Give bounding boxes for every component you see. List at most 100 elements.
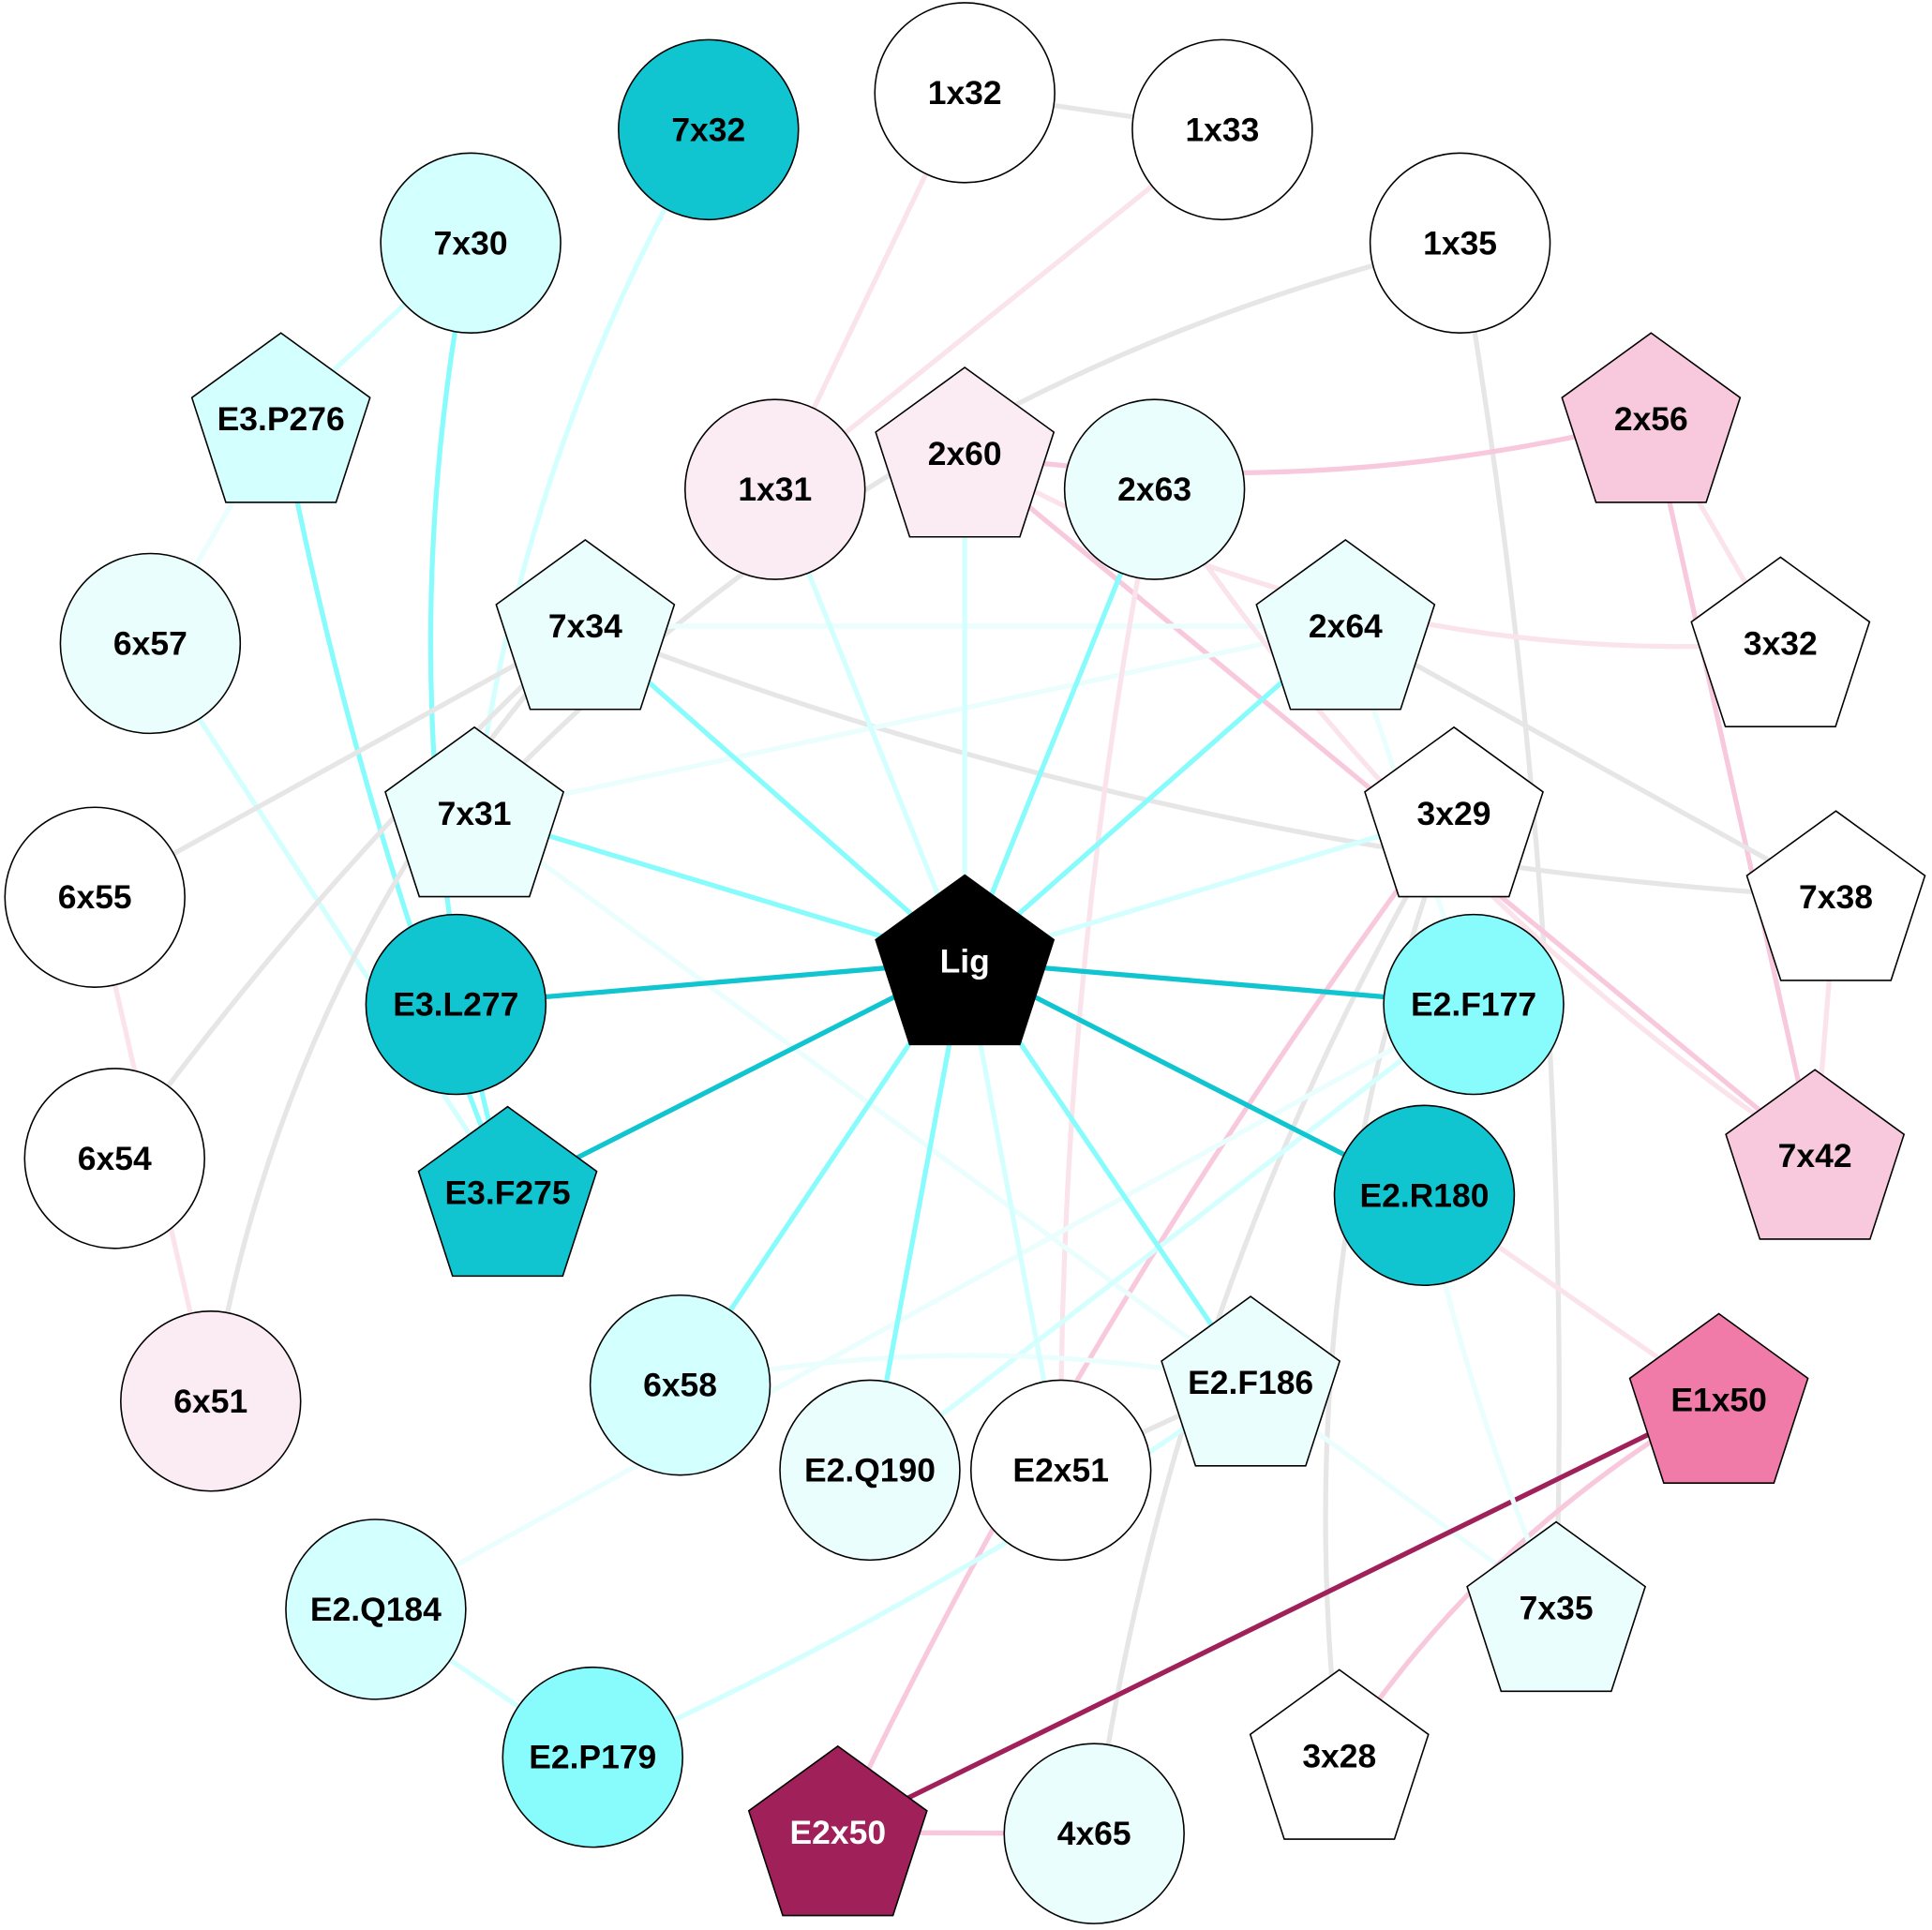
node-1x32[interactable]: 1x32	[874, 2, 1056, 184]
node-1x35[interactable]: 1x35	[1369, 152, 1551, 334]
edge-6x57-E3.F275	[148, 642, 510, 1195]
node-6x51[interactable]: 6x51	[120, 1310, 302, 1492]
pentagon-shape	[1628, 1312, 1809, 1484]
edge-7x31-7x35	[472, 811, 1558, 1610]
node-label: 6x58	[643, 1367, 717, 1404]
edge-7x32-7x31	[472, 128, 711, 815]
node-label: 7x38	[1799, 878, 1873, 916]
node-E3.F275[interactable]: E3.F275	[417, 1105, 598, 1278]
node-3x28[interactable]: 3x28	[1249, 1668, 1430, 1840]
node-label: 2x63	[1117, 471, 1191, 508]
node-3x32[interactable]: 3x32	[1690, 556, 1871, 727]
node-7x32[interactable]: 7x32	[618, 38, 800, 221]
node-label: E2.Q184	[310, 1591, 442, 1628]
node-label: 6x51	[173, 1383, 247, 1420]
circle-shape	[589, 1294, 771, 1476]
circle-shape	[969, 1379, 1152, 1562]
node-E3.P276[interactable]: E3.P276	[190, 332, 371, 503]
circle-shape	[1131, 38, 1313, 221]
node-1x31[interactable]: 1x31	[684, 398, 866, 580]
circle-shape	[779, 1379, 961, 1562]
node-label: 3x29	[1417, 795, 1491, 832]
node-E2.Q184[interactable]: E2.Q184	[285, 1519, 467, 1700]
circle-shape	[1333, 1104, 1516, 1287]
edge-7x34-6x54	[112, 624, 588, 1160]
node-2x63[interactable]: 2x63	[1063, 398, 1246, 580]
pentagon-shape	[384, 726, 565, 898]
node-6x54[interactable]: 6x54	[23, 1068, 205, 1249]
node-label: 6x55	[58, 878, 132, 916]
node-7x31[interactable]: 7x31	[384, 726, 565, 898]
edge-7x34-6x51	[208, 624, 588, 1402]
node-E1x50[interactable]: E1x50	[1628, 1312, 1809, 1484]
circle-shape	[4, 806, 186, 988]
node-7x42[interactable]: 7x42	[1725, 1069, 1906, 1240]
edge-1x35-7x35	[1457, 242, 1562, 1608]
node-7x34[interactable]: 7x34	[495, 539, 676, 711]
node-7x30[interactable]: 7x30	[380, 152, 562, 334]
circle-shape	[120, 1310, 302, 1492]
circle-shape	[59, 552, 242, 735]
node-label: 1x32	[928, 74, 1002, 112]
circle-shape	[23, 1068, 205, 1249]
node-label: E2.Q190	[804, 1451, 936, 1489]
node-label: 6x57	[113, 624, 187, 662]
node-E2.R180[interactable]: E2.R180	[1333, 1104, 1516, 1287]
node-E2x51[interactable]: E2x51	[969, 1379, 1152, 1562]
node-label: 7x31	[438, 795, 512, 832]
pentagon-shape	[1561, 332, 1742, 503]
node-E2.F177[interactable]: E2.F177	[1383, 913, 1565, 1096]
node-E2.P179[interactable]: E2.P179	[502, 1666, 683, 1848]
node-label: E2x50	[790, 1814, 887, 1851]
node-Lig[interactable]: Lig	[875, 874, 1056, 1046]
node-label: E3.L277	[393, 986, 518, 1024]
node-label: E3.P276	[217, 400, 345, 438]
pentagon-shape	[1255, 539, 1436, 711]
node-6x58[interactable]: 6x58	[589, 1294, 771, 1476]
node-1x33[interactable]: 1x33	[1131, 38, 1313, 221]
node-E2.Q190[interactable]: E2.Q190	[779, 1379, 961, 1562]
node-2x64[interactable]: 2x64	[1255, 539, 1436, 711]
circle-shape	[1063, 398, 1246, 580]
node-3x29[interactable]: 3x29	[1364, 726, 1544, 898]
pentagon-shape	[747, 1744, 928, 1917]
edge-E2.F177-E2.Q190	[868, 1002, 1475, 1473]
node-6x55[interactable]: 6x55	[4, 806, 186, 988]
pentagon-shape	[495, 539, 676, 711]
pentagon-shape	[1161, 1295, 1341, 1467]
circle-shape	[380, 152, 562, 334]
node-label: E2.F177	[1411, 986, 1536, 1024]
node-2x60[interactable]: 2x60	[875, 367, 1056, 538]
node-2x56[interactable]: 2x56	[1561, 332, 1742, 503]
pentagon-shape	[875, 367, 1056, 538]
circle-shape	[618, 38, 800, 221]
circle-shape	[1003, 1743, 1185, 1924]
node-label: Lig	[940, 943, 990, 980]
edge-2x56-7x42	[1648, 418, 1818, 1157]
node-7x35[interactable]: 7x35	[1466, 1520, 1647, 1693]
node-label: E2.P179	[529, 1739, 656, 1776]
node-E2x50[interactable]: E2x50	[747, 1744, 928, 1917]
pentagon-shape	[1725, 1069, 1906, 1240]
pentagon-shape	[1690, 556, 1871, 727]
node-label: E1x50	[1670, 1381, 1767, 1418]
node-E2.F186[interactable]: E2.F186	[1161, 1295, 1341, 1467]
node-7x38[interactable]: 7x38	[1745, 810, 1926, 981]
node-label: 2x56	[1614, 400, 1688, 438]
node-label: 1x33	[1185, 111, 1259, 148]
edge-2x60-2x56	[964, 416, 1652, 476]
pentagon-shape	[1364, 726, 1544, 898]
node-label: 7x30	[434, 224, 508, 262]
circle-shape	[1383, 913, 1565, 1096]
node-E3.L277[interactable]: E3.L277	[365, 913, 547, 1096]
node-label: 7x34	[548, 607, 622, 645]
node-label: 1x35	[1423, 224, 1497, 262]
circle-shape	[874, 2, 1056, 184]
node-6x57[interactable]: 6x57	[59, 552, 242, 735]
edge-3x29-E2x50	[835, 812, 1457, 1833]
edge-E2.P179-E2.F186	[592, 1380, 1252, 1760]
node-label: 6x54	[78, 1140, 152, 1177]
node-4x65[interactable]: 4x65	[1003, 1743, 1185, 1924]
pentagon-shape	[1745, 810, 1926, 981]
